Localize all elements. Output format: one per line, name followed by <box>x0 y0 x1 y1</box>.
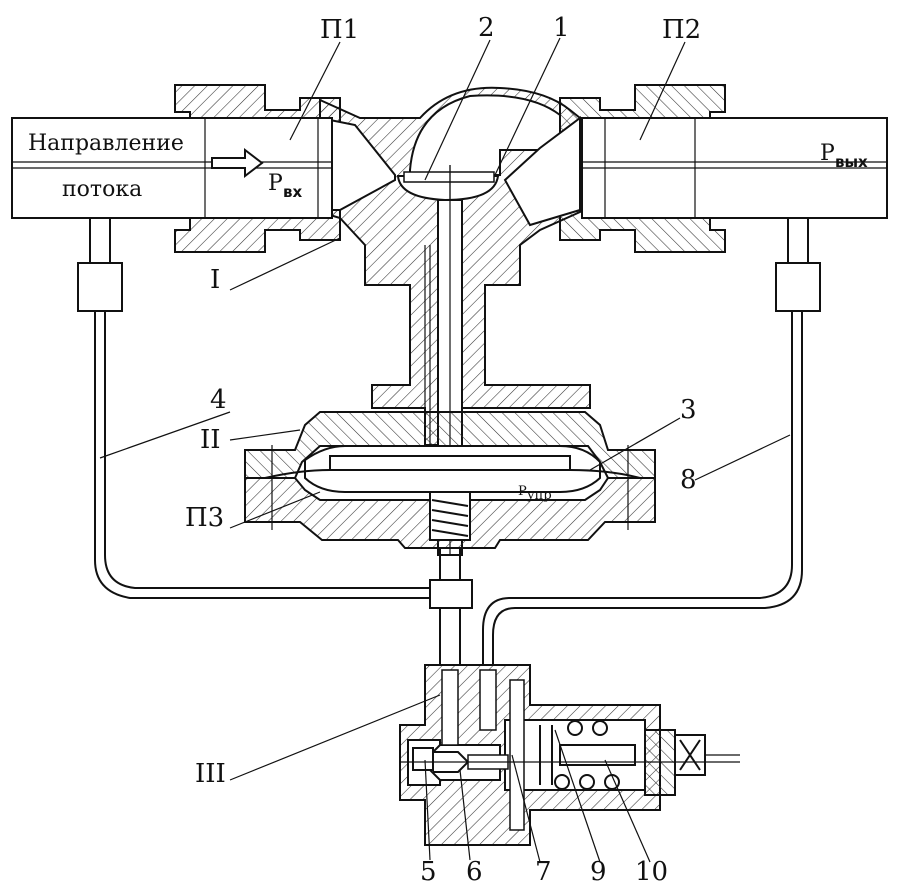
callout-9: 9 <box>590 857 607 887</box>
p-ctrl-main: P <box>518 484 527 499</box>
pilot-valve <box>399 664 740 846</box>
diaphragm-spring-icon <box>429 491 471 541</box>
flow-direction-line2: потока <box>62 177 142 202</box>
p-ctrl-sub: упр <box>527 488 552 503</box>
p-out-main: P <box>820 141 835 166</box>
diaphragm-housing <box>244 411 656 549</box>
p-in-main: P <box>268 171 283 196</box>
callout-1: 1 <box>553 13 570 43</box>
callout-p2: П2 <box>662 15 701 45</box>
callout-4: 4 <box>210 385 227 415</box>
impulse-tube-left <box>77 217 440 599</box>
callout-2: 2 <box>478 13 495 43</box>
inlet-pipe <box>11 117 333 219</box>
p-in-sub: вх <box>283 183 302 201</box>
flow-labels: Направление потока P вх P вых P упр <box>28 131 868 503</box>
pilot-connector <box>429 548 473 665</box>
pilot-spring-icon <box>539 720 620 790</box>
callout-r2: II <box>200 425 221 455</box>
outlet-pipe <box>581 117 888 219</box>
callout-7: 7 <box>535 857 552 887</box>
callout-8: 8 <box>680 465 697 495</box>
p-out-sub: вых <box>835 153 868 171</box>
callout-labels: П1 П2 2 1 I 4 II П3 3 8 III 5 6 7 9 10 <box>185 13 701 887</box>
callout-p3: П3 <box>185 503 224 533</box>
impulse-tube-right <box>482 217 821 665</box>
flow-arrow-icon <box>211 147 264 179</box>
flow-direction-line1: Направление <box>28 131 184 156</box>
callout-r3: III <box>195 759 226 789</box>
callout-5: 5 <box>420 857 437 887</box>
callout-6: 6 <box>466 857 483 887</box>
callout-r1: I <box>210 265 220 295</box>
callout-p1: П1 <box>320 15 359 45</box>
callout-10: 10 <box>635 857 668 887</box>
callout-3: 3 <box>680 395 697 425</box>
leader-lines <box>99 37 791 863</box>
